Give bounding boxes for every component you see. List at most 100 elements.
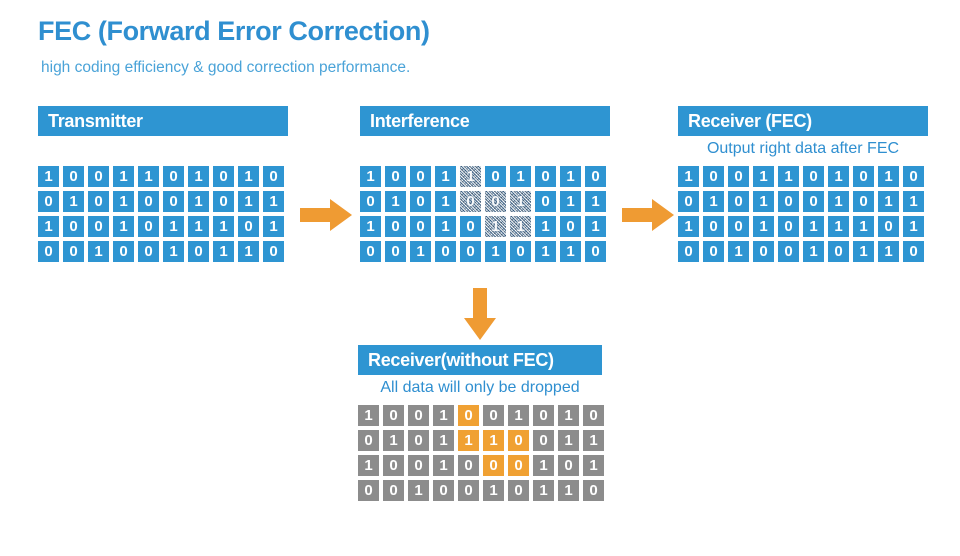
bit-value: 0 <box>364 432 373 449</box>
bit-cell-gray: 0 <box>458 480 479 501</box>
bit-value: 0 <box>414 432 423 449</box>
bit-cell-normal: 0 <box>263 241 284 262</box>
bit-value: 1 <box>759 193 768 210</box>
bit-cell-normal: 1 <box>878 191 899 212</box>
bit-value: 0 <box>244 218 253 235</box>
bit-cell-gray: 1 <box>383 430 404 451</box>
bit-cell-gray: 0 <box>383 455 404 476</box>
bit-cell-gray: 1 <box>433 405 454 426</box>
bit-cell-normal: 1 <box>903 191 924 212</box>
bit-cell-normal: 0 <box>410 216 431 237</box>
bit-value: 1 <box>564 407 573 424</box>
bit-value: 1 <box>859 243 868 260</box>
bit-cell-normal: 0 <box>560 216 581 237</box>
bit-cell-normal: 1 <box>485 241 506 262</box>
bit-value: 0 <box>464 482 473 499</box>
bit-cell-normal: 0 <box>385 241 406 262</box>
bit-value: 1 <box>391 193 400 210</box>
bit-value: 1 <box>589 457 598 474</box>
bit-cell-normal: 1 <box>188 191 209 212</box>
bit-cell-gray: 1 <box>508 405 529 426</box>
bit-value: 0 <box>144 218 153 235</box>
bit-value: 0 <box>366 243 375 260</box>
page-title: FEC (Forward Error Correction) <box>38 16 430 46</box>
bit-value: 1 <box>194 218 203 235</box>
bit-cell-normal: 1 <box>510 166 531 187</box>
bit-value: 0 <box>69 218 78 235</box>
bit-value: 1 <box>809 243 818 260</box>
bit-cell-normal: 0 <box>138 241 159 262</box>
bit-cell-normal: 1 <box>753 166 774 187</box>
bit-value: 0 <box>144 193 153 210</box>
bit-cell-normal: 1 <box>410 241 431 262</box>
bit-value: 0 <box>909 243 918 260</box>
bit-value: 1 <box>244 168 253 185</box>
bit-cell-gray: 0 <box>533 405 554 426</box>
bit-value: 1 <box>144 168 153 185</box>
bit-value: 1 <box>169 218 178 235</box>
bit-cell-gray: 1 <box>583 430 604 451</box>
bit-value: 0 <box>809 168 818 185</box>
bit-value: 1 <box>119 193 128 210</box>
bit-value: 1 <box>439 407 448 424</box>
bit-cell-gray: 0 <box>408 455 429 476</box>
bit-cell-normal: 0 <box>510 241 531 262</box>
bit-cell-normal: 1 <box>728 241 749 262</box>
bit-cell-normal: 1 <box>828 191 849 212</box>
bit-cell-normal: 0 <box>63 216 84 237</box>
bit-cell-normal: 0 <box>585 241 606 262</box>
bit-value: 0 <box>389 482 398 499</box>
bit-cell-orange: 0 <box>483 455 504 476</box>
bit-value: 0 <box>119 243 128 260</box>
bit-cell-normal: 0 <box>778 241 799 262</box>
bit-cell-normal: 0 <box>410 191 431 212</box>
bit-value: 1 <box>591 218 600 235</box>
panel-transmitter-header: Transmitter <box>38 106 288 136</box>
bit-value: 1 <box>366 218 375 235</box>
bit-value: 1 <box>684 218 693 235</box>
bit-value: 1 <box>219 218 228 235</box>
bit-cell-gray: 1 <box>558 480 579 501</box>
bit-value: 1 <box>834 168 843 185</box>
bit-value: 0 <box>194 243 203 260</box>
bit-value: 1 <box>564 482 573 499</box>
bit-cell-gray: 0 <box>358 430 379 451</box>
bit-cell-normal: 0 <box>903 166 924 187</box>
bit-value: 0 <box>541 193 550 210</box>
bit-value: 0 <box>784 193 793 210</box>
bit-value: 0 <box>516 243 525 260</box>
bit-cell-normal: 0 <box>188 241 209 262</box>
bit-cell-normal: 0 <box>803 166 824 187</box>
bit-cell-normal: 0 <box>63 166 84 187</box>
bit-value: 0 <box>169 168 178 185</box>
bit-cell-noise: 0 <box>460 191 481 212</box>
bit-cell-normal: 0 <box>903 241 924 262</box>
panel-receiver-no-fec: Receiver(without FEC) All data will only… <box>358 345 604 501</box>
bit-value: 0 <box>466 243 475 260</box>
bit-value: 0 <box>539 432 548 449</box>
bit-cell-normal: 0 <box>385 216 406 237</box>
bit-cell-normal: 1 <box>213 216 234 237</box>
bit-cell-normal: 1 <box>560 241 581 262</box>
bit-cell-normal: 1 <box>753 191 774 212</box>
bit-value: 0 <box>491 168 500 185</box>
bit-value: 1 <box>364 407 373 424</box>
bit-value: 0 <box>589 482 598 499</box>
bit-value: 0 <box>464 457 473 474</box>
bit-value: 1 <box>759 218 768 235</box>
bit-cell-normal: 1 <box>803 216 824 237</box>
bit-value: 1 <box>119 218 128 235</box>
bit-cell-normal: 1 <box>385 191 406 212</box>
panel-receiver-no-fec-note: All data will only be dropped <box>380 379 580 396</box>
